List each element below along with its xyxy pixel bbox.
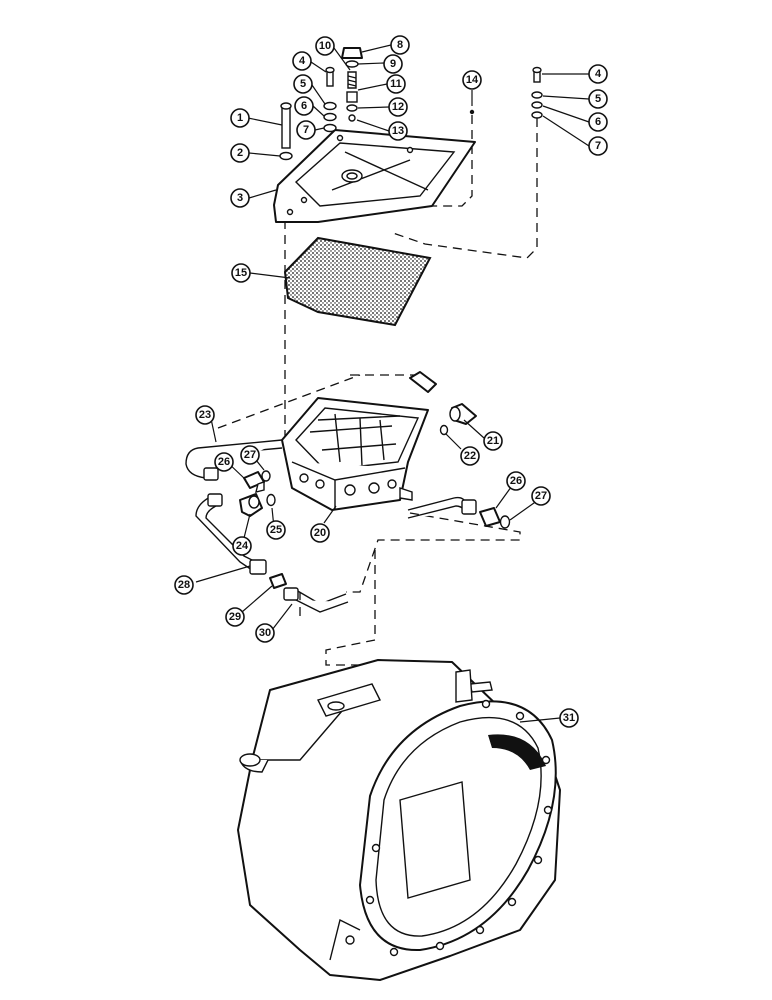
callout-30: 30: [255, 623, 275, 643]
callout-29: 29: [225, 607, 245, 627]
callout-14: 14: [462, 70, 482, 90]
callout-20: 20: [310, 523, 330, 543]
o-ring-27-right: [499, 515, 511, 529]
callout-3: 3: [230, 188, 250, 208]
callouts: 1 2 3 4 5 6 7 8 9 10 11 12 13 14 15 20 2…: [174, 35, 608, 728]
svg-text:26: 26: [510, 475, 522, 487]
svg-text:5: 5: [300, 78, 306, 90]
svg-text:11: 11: [390, 78, 402, 90]
svg-text:7: 7: [595, 140, 601, 152]
callout-10: 10: [315, 36, 335, 56]
svg-text:25: 25: [270, 524, 282, 536]
washer: [279, 151, 293, 161]
svg-text:27: 27: [535, 490, 547, 502]
svg-text:9: 9: [390, 58, 396, 70]
svg-text:26: 26: [218, 456, 230, 468]
callout-23: 23: [195, 405, 215, 425]
callout-22: 22: [460, 446, 480, 466]
svg-text:14: 14: [466, 74, 479, 86]
callout-4-right: 4: [588, 64, 608, 84]
plug-and-spring-stack: [341, 47, 363, 122]
cover-plate: [273, 129, 476, 223]
callout-4: 4: [292, 51, 312, 71]
elbow-fitting-26-left: [243, 471, 265, 493]
ball: [469, 109, 475, 115]
callout-15: 15: [231, 263, 251, 283]
svg-text:7: 7: [303, 124, 309, 136]
callout-2: 2: [230, 143, 250, 163]
svg-text:8: 8: [397, 39, 403, 51]
alignment-lines: [217, 115, 538, 666]
svg-text:12: 12: [392, 101, 404, 113]
callout-25: 25: [266, 520, 286, 540]
svg-text:23: 23: [199, 409, 211, 421]
cap-screw: [280, 102, 292, 149]
callout-26-right: 26: [506, 471, 526, 491]
callout-12: 12: [388, 97, 408, 117]
callout-1: 1: [230, 108, 250, 128]
svg-text:6: 6: [595, 116, 601, 128]
tube-right: [407, 496, 477, 519]
svg-text:1: 1: [237, 112, 243, 124]
callout-21: 21: [483, 431, 503, 451]
callout-7: 7: [296, 120, 316, 140]
connector-24: [239, 493, 263, 517]
o-ring-27-left: [261, 470, 271, 482]
svg-text:15: 15: [235, 267, 247, 279]
svg-text:29: 29: [229, 611, 241, 623]
callout-9: 9: [383, 54, 403, 74]
callout-27-right: 27: [531, 486, 551, 506]
svg-text:20: 20: [314, 527, 326, 539]
callout-5: 5: [293, 74, 313, 94]
callout-7-right: 7: [588, 136, 608, 156]
callout-6: 6: [294, 96, 314, 116]
svg-text:30: 30: [259, 627, 271, 639]
callout-11: 11: [386, 74, 406, 94]
elbow-fitting-upper: [409, 371, 477, 425]
small-hardware-right: [531, 66, 543, 119]
clutch-housing: [237, 659, 561, 981]
svg-text:31: 31: [563, 712, 575, 724]
svg-text:2: 2: [237, 147, 243, 159]
callout-13: 13: [388, 121, 408, 141]
svg-text:24: 24: [236, 540, 249, 552]
svg-text:5: 5: [595, 93, 601, 105]
svg-text:13: 13: [392, 125, 404, 137]
svg-text:3: 3: [237, 192, 243, 204]
gasket: [283, 236, 432, 327]
svg-text:6: 6: [301, 100, 307, 112]
callout-31: 31: [559, 708, 579, 728]
callout-27-left: 27: [240, 445, 260, 465]
control-valve-body: [281, 397, 429, 511]
svg-text:28: 28: [178, 579, 190, 591]
svg-text:4: 4: [595, 68, 602, 80]
svg-text:4: 4: [299, 55, 306, 67]
callout-28: 28: [174, 575, 194, 595]
svg-text:27: 27: [244, 449, 256, 461]
fitting-26-right: [479, 507, 501, 527]
callout-8: 8: [390, 35, 410, 55]
svg-text:10: 10: [319, 40, 331, 52]
callout-6-right: 6: [588, 112, 608, 132]
callout-24: 24: [232, 536, 252, 556]
o-ring-25: [266, 493, 276, 507]
o-ring-22: [439, 424, 449, 436]
callout-5-right: 5: [588, 89, 608, 109]
tube-30: [283, 587, 349, 613]
svg-text:22: 22: [464, 450, 476, 462]
callout-26-left: 26: [214, 452, 234, 472]
small-hardware-left: [323, 66, 337, 133]
svg-text:21: 21: [487, 435, 499, 447]
fitting-29: [269, 573, 287, 589]
